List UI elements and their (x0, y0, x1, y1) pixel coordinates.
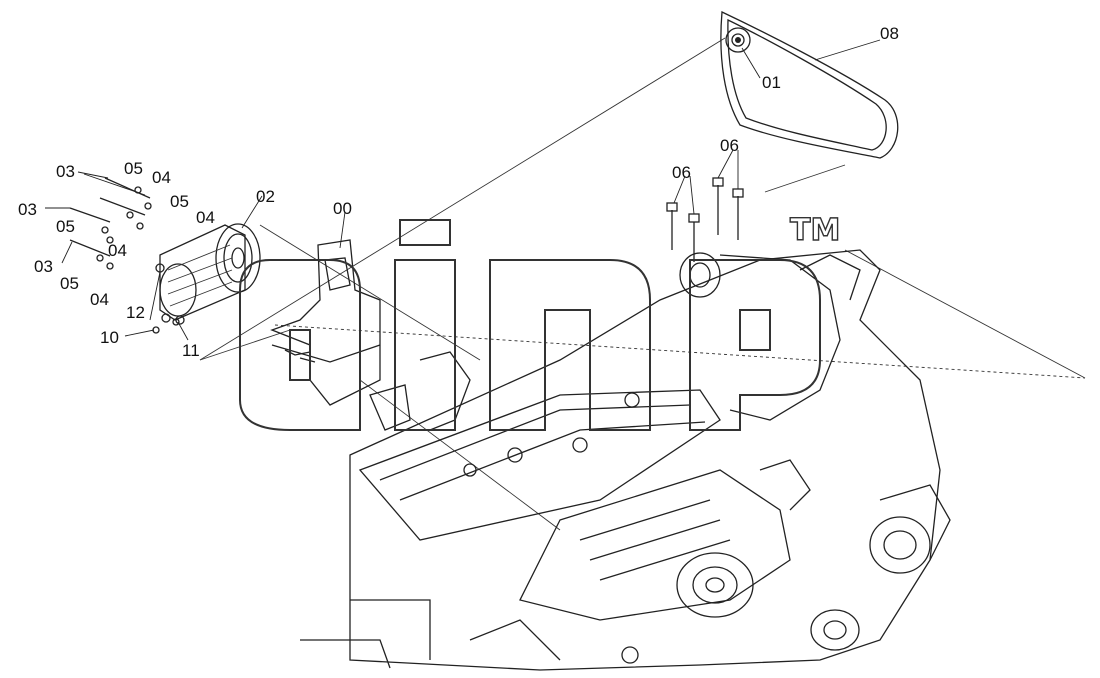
callout-03-top: 03 (56, 162, 75, 181)
bolts-06 (666, 177, 744, 262)
callout-05-d: 05 (60, 274, 79, 293)
callout-04-c: 04 (108, 241, 127, 260)
callout-03-bottom: 03 (34, 257, 53, 276)
callout-00: 00 (333, 199, 352, 218)
leader-lines (45, 39, 881, 341)
callout-12: 12 (126, 303, 145, 322)
callout-11: 11 (182, 341, 200, 360)
callout-05-b: 05 (170, 192, 189, 211)
callout-06-left: 06 (672, 163, 691, 182)
guide-lines (199, 37, 1086, 531)
callout-03-middle: 03 (18, 200, 37, 219)
callout-04-d: 04 (90, 290, 109, 309)
drive-belt (720, 11, 899, 159)
callout-10: 10 (100, 328, 119, 347)
callout-02: 02 (256, 187, 275, 206)
mounting-bracket (270, 239, 381, 406)
callout-06-right: 06 (720, 136, 739, 155)
callout-labels: 00 01 02 03 03 03 04 04 04 04 05 05 05 0… (18, 24, 899, 360)
idler-pulley (725, 27, 751, 53)
callout-05-a: 05 (124, 159, 143, 178)
callout-05-c: 05 (56, 217, 75, 236)
watermark-trademark: TM (790, 213, 840, 248)
callout-04-b: 04 (196, 208, 215, 227)
callout-04-a: 04 (152, 168, 171, 187)
engine-block (300, 249, 951, 671)
callout-08: 08 (880, 24, 899, 43)
callout-01: 01 (762, 73, 781, 92)
ac-compressor (155, 223, 261, 325)
watermark: TM (239, 212, 841, 431)
